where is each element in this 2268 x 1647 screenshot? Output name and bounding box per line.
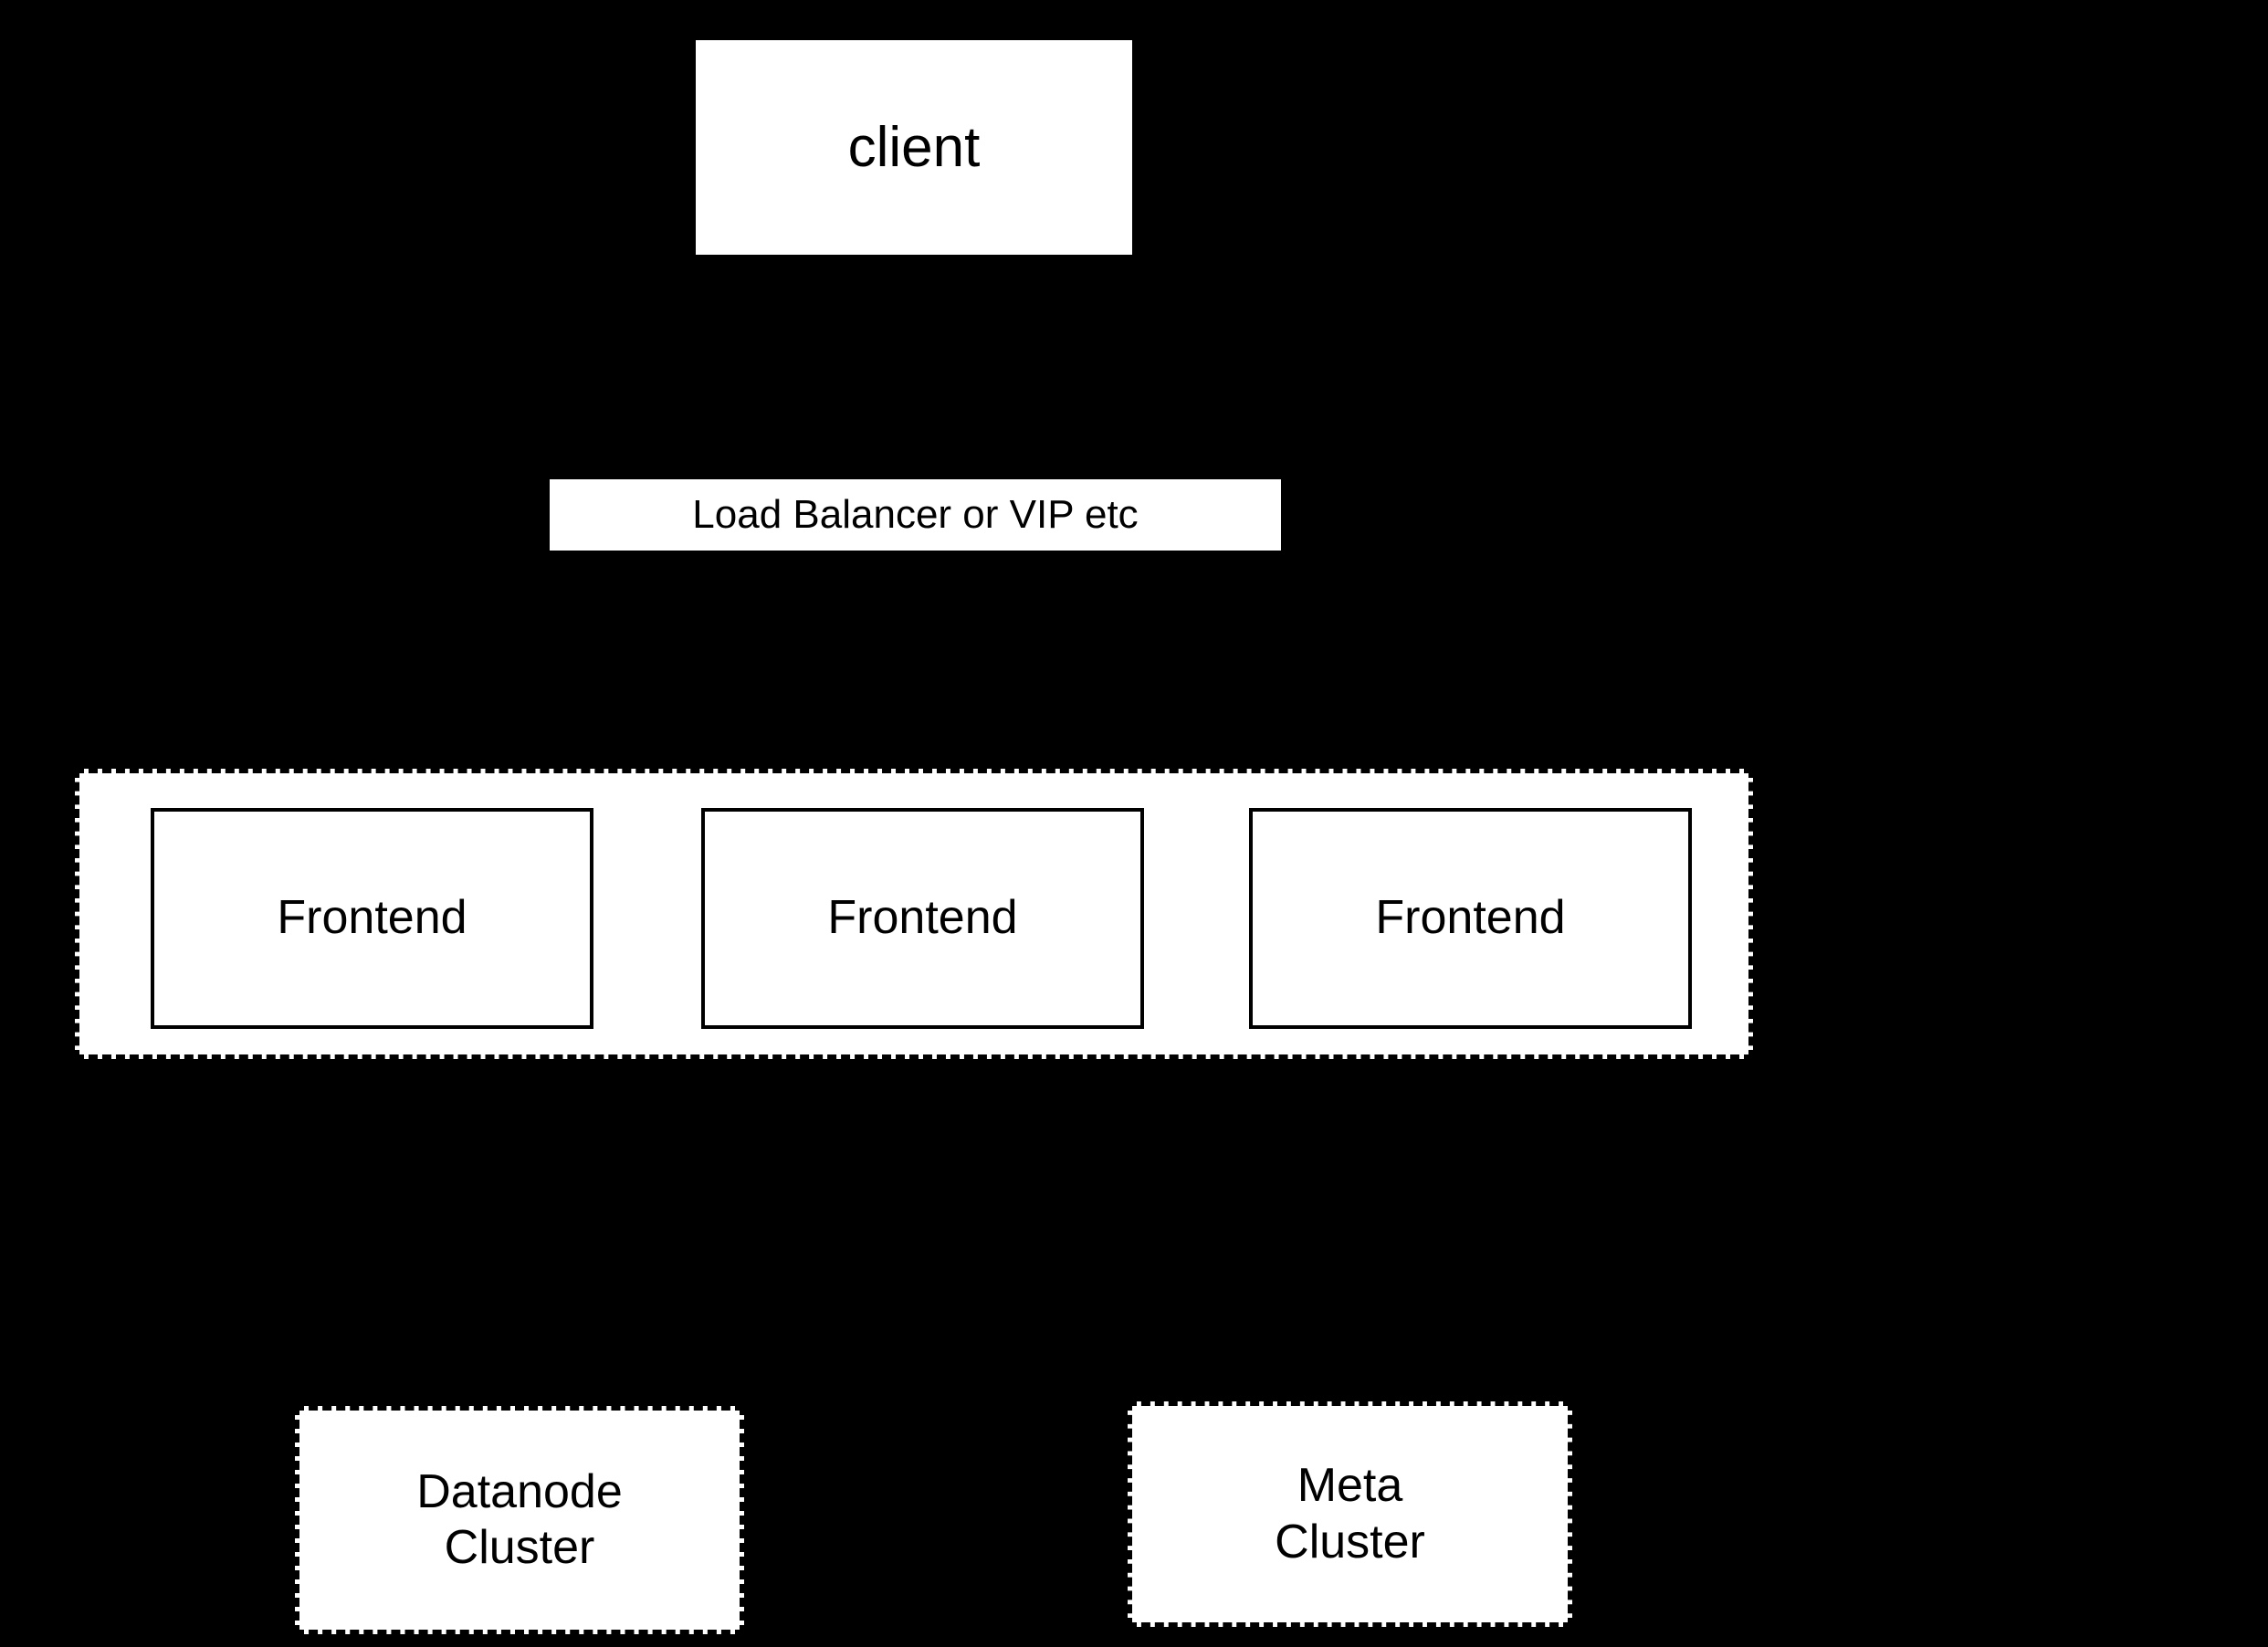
meta-cluster-node[interactable]: Meta Cluster (1128, 1401, 1572, 1627)
frontend-cluster-group[interactable]: Frontend Frontend Frontend (75, 769, 1753, 1059)
frontend-node-1[interactable]: Frontend (151, 808, 593, 1029)
client-node[interactable]: client (696, 40, 1132, 255)
datanode-cluster-node[interactable]: Datanode Cluster (295, 1406, 744, 1634)
frontend-node-2[interactable]: Frontend (701, 808, 1144, 1029)
load-balancer-node[interactable]: Load Balancer or VIP etc (550, 479, 1281, 551)
frontend-node-3[interactable]: Frontend (1249, 808, 1692, 1029)
